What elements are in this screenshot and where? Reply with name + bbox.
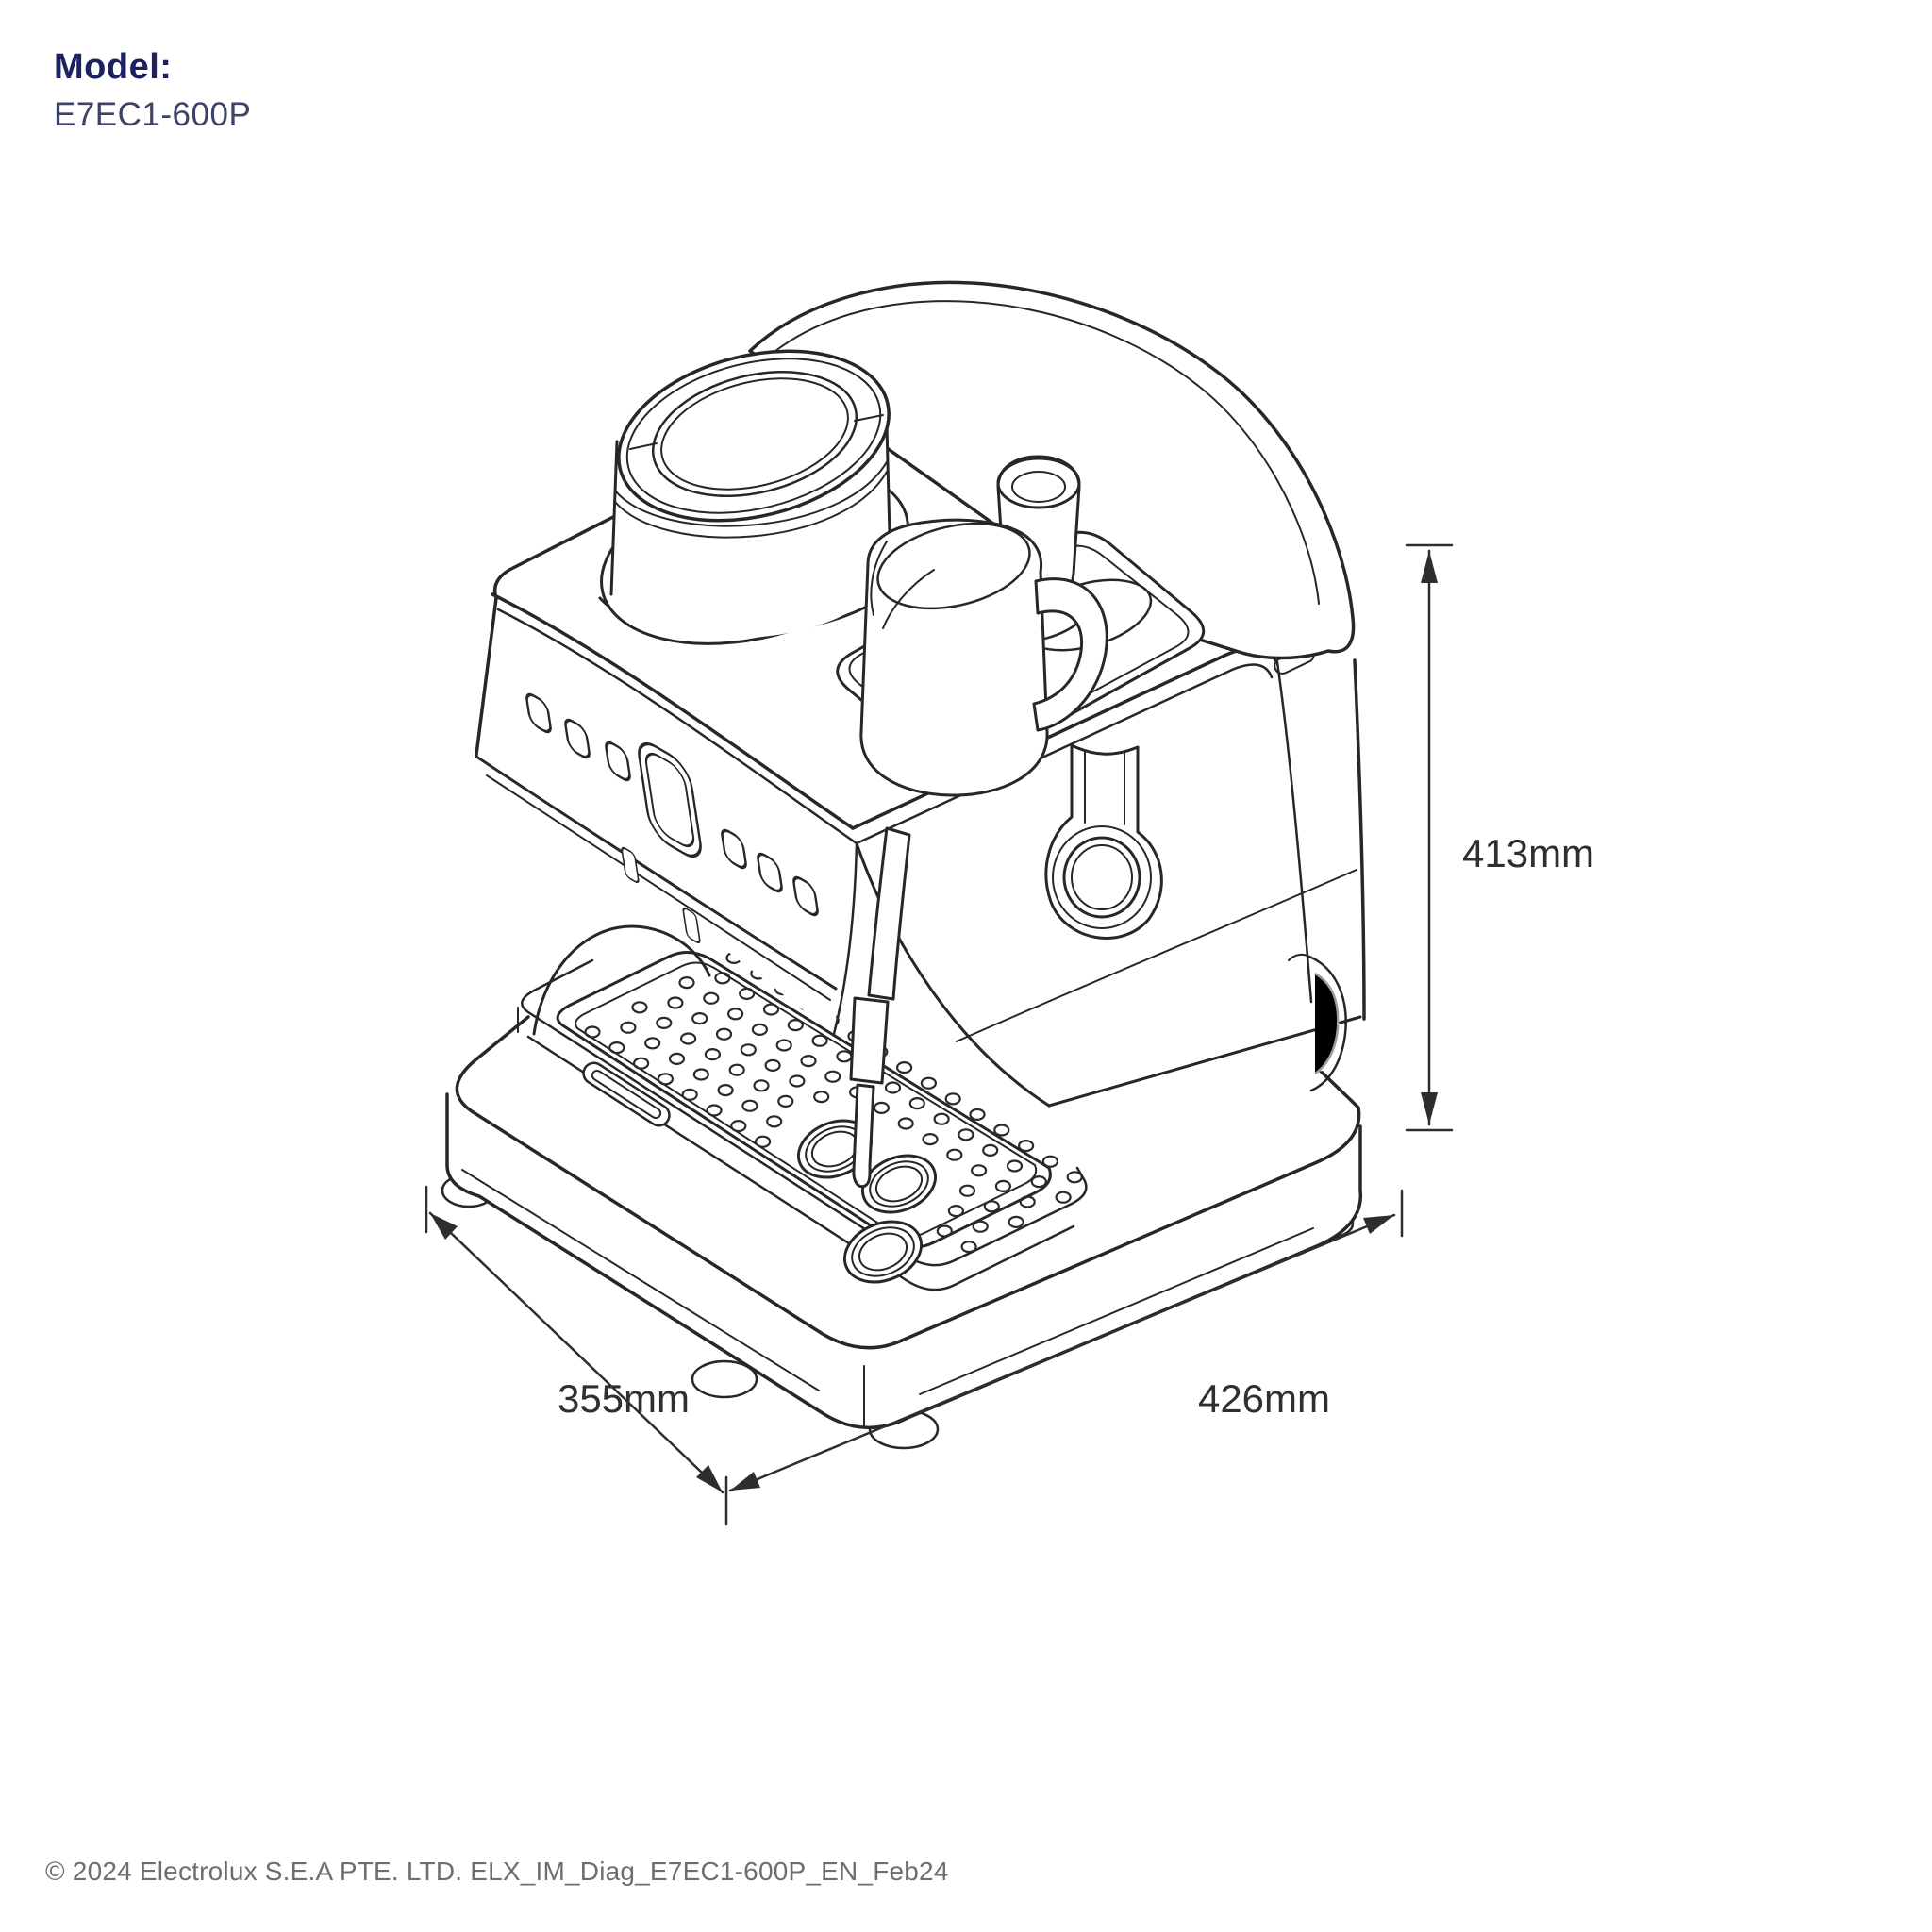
machine-illustration bbox=[441, 280, 1366, 1450]
width-dimension-label: 426mm bbox=[1198, 1376, 1330, 1421]
bean-hopper-lid bbox=[617, 349, 891, 523]
width-dimension: 426mm bbox=[728, 1189, 1404, 1492]
display-dial bbox=[638, 742, 702, 858]
steam-wand bbox=[849, 826, 911, 1189]
control-buttons-right bbox=[721, 828, 819, 917]
drip-tray-platform bbox=[517, 958, 1088, 1291]
model-number: E7EC1-600P bbox=[54, 95, 252, 133]
model-label: Model: bbox=[54, 47, 173, 87]
milk-jug bbox=[859, 518, 1108, 797]
drip-tray bbox=[556, 951, 1083, 1284]
dimension-annotations: 413mm 355mm 426mm bbox=[425, 543, 1594, 1526]
control-buttons-left bbox=[525, 692, 631, 782]
depth-dimension: 355mm bbox=[425, 1185, 728, 1526]
group-head bbox=[532, 846, 711, 1036]
height-dimension: 413mm bbox=[1405, 543, 1594, 1132]
model-block: Model: E7EC1-600P bbox=[54, 45, 251, 135]
height-dimension-label: 413mm bbox=[1462, 831, 1594, 875]
drip-tray-slot bbox=[582, 1061, 671, 1127]
milk-jug-handle bbox=[1032, 577, 1108, 732]
portafilter-handle bbox=[1044, 743, 1163, 940]
bean-hopper bbox=[598, 349, 909, 665]
copyright-note: © 2024 Electrolux S.E.A PTE. LTD. ELX_IM… bbox=[45, 1857, 949, 1886]
depth-dimension-label: 355mm bbox=[558, 1376, 690, 1421]
tank-handle-recess bbox=[1288, 953, 1347, 1092]
